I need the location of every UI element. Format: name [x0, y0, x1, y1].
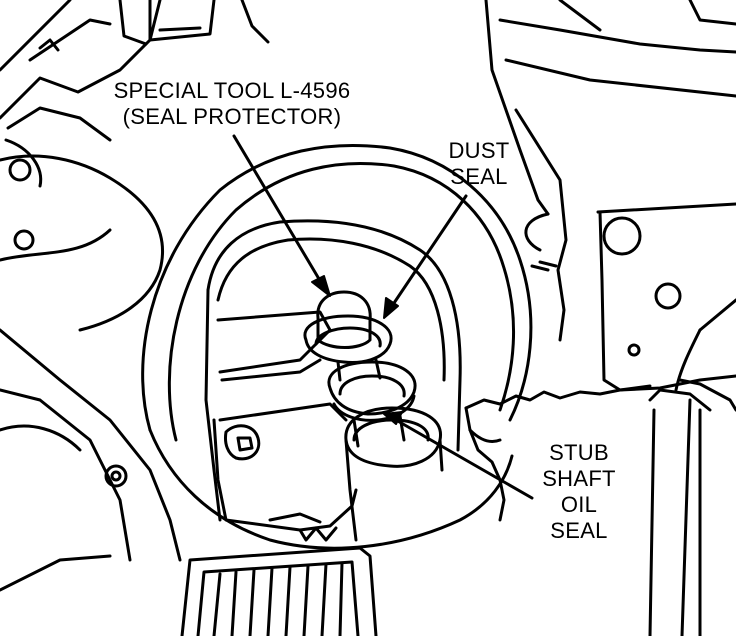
special-tool-label-line2: (SEAL PROTECTOR): [122, 104, 342, 129]
stub-shaft-oil-seal: [327, 360, 417, 416]
upper-left-housing: [0, 0, 270, 332]
stub-shaft-oil-seal-label: STUB SHAFT OIL SEAL: [524, 440, 634, 544]
dust-seal-label-line1: DUST: [448, 138, 510, 163]
dust-seal-arrow: [390, 194, 468, 308]
right-post: [648, 378, 736, 636]
bottom-grille: [180, 546, 378, 636]
special-tool-label: SPECIAL TOOL L-4596 (SEAL PROTECTOR): [94, 78, 370, 130]
stub-shaft-label-line2: SHAFT: [542, 466, 616, 491]
dust-seal-label: DUST SEAL: [434, 138, 524, 190]
seal-assembly: [303, 290, 444, 542]
special-tool-arrow: [232, 134, 324, 286]
special-tool-arrowhead: [311, 275, 331, 297]
special-tool-label-line1: SPECIAL TOOL L-4596: [113, 78, 351, 103]
mounting-well: [141, 143, 533, 550]
dust-seal-arrowhead: [383, 297, 399, 319]
dust-seal: [303, 314, 393, 364]
stub-shaft-arrow: [394, 418, 534, 500]
seal-protector-tool: [316, 290, 372, 349]
leader-lines: [232, 134, 534, 500]
dust-seal-label-line2: SEAL: [450, 164, 508, 189]
stub-shaft-label-line1: STUB: [549, 440, 609, 465]
lower-left-structure: [0, 328, 182, 592]
stub-shaft-arrowhead: [383, 411, 403, 425]
upper-right-frame: [484, 0, 736, 392]
stub-shaft-label-line4: SEAL: [550, 518, 608, 543]
stub-shaft-label-line3: OIL: [560, 492, 598, 517]
cutaway-edge: [464, 384, 652, 522]
